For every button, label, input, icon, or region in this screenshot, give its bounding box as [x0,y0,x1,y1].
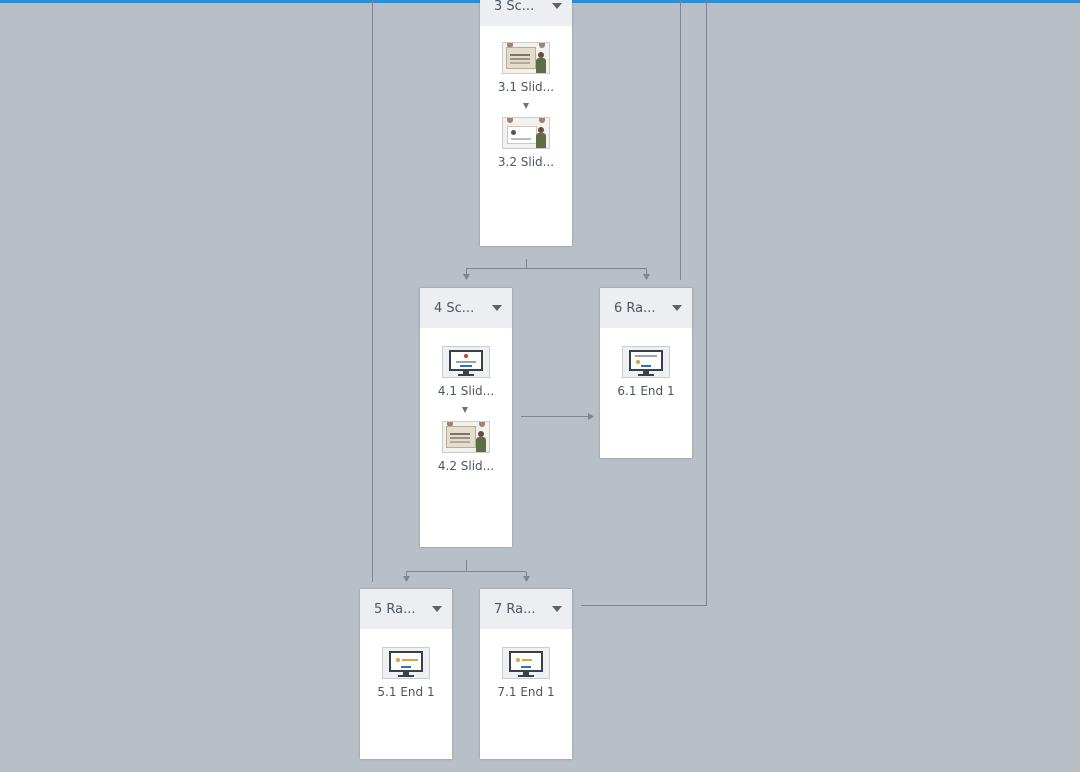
scene-4-card[interactable]: 4 Sc... 4.1 Slid... 4.2 Slid... [420,288,512,547]
slide-5-1-label: 5.1 End 1 [377,685,435,699]
connector-scene3-branch [466,259,647,274]
scene-6-title: 6 Ra... [614,300,656,316]
slide-thumbnail [502,117,550,149]
connector-arrowhead [643,274,650,280]
down-arrow-icon [523,103,529,109]
text-line [635,355,657,357]
lamp-icon [447,422,453,427]
scene-6-card[interactable]: 6 Ra... 6.1 End 1 [600,288,692,458]
down-arrow-icon [462,407,468,413]
monitor-icon [509,651,543,672]
chevron-down-icon[interactable] [552,3,562,9]
slide-3-1-label: 3.1 Slid... [497,80,555,94]
star-icon [516,658,520,662]
card-icon [507,126,537,144]
chevron-down-icon[interactable] [432,606,442,612]
lamp-icon [507,118,513,123]
slide-thumbnail [622,346,670,378]
presenter-icon [536,127,546,148]
chevron-down-icon[interactable] [552,606,562,612]
presenter-icon [476,431,486,452]
lamp-icon [479,422,485,427]
monitor-stand [403,672,409,675]
button-shape [641,365,651,367]
lamp-icon [507,43,513,48]
result-icon [636,360,640,364]
scene-5-card[interactable]: 5 Ra... 5.1 End 1 [360,589,452,759]
slide-thumbnail [442,421,490,453]
scene-4-header[interactable]: 4 Sc... [420,288,512,328]
scene-5-header[interactable]: 5 Ra... [360,589,452,629]
monitor-base [518,675,534,677]
button-shape [521,666,531,668]
connector-scene4-branch [406,560,527,576]
slide-thumbnail [442,346,490,378]
slide-thumbnail [382,647,430,679]
connector-arrowhead [523,576,530,582]
slide-7-1-label: 7.1 End 1 [497,685,555,699]
scene-3-card[interactable]: 3 Sc... 3.1 Slid... 3.2 Slid... [480,0,572,246]
star-icon [396,658,400,662]
slide-3-1[interactable]: 3.1 Slid... [480,42,572,95]
monitor-base [398,675,414,677]
scene-3-header[interactable]: 3 Sc... [480,0,572,26]
slide-5-1[interactable]: 5.1 End 1 [360,647,452,700]
monitor-base [458,374,474,376]
slide-3-2[interactable]: 3.2 Slid... [480,117,572,170]
slide-4-2[interactable]: 4.2 Slid... [420,421,512,474]
whiteboard-icon [446,426,476,448]
slide-thumbnail [502,647,550,679]
slide-7-1[interactable]: 7.1 End 1 [480,647,572,700]
connector-arrowhead [588,413,594,420]
whiteboard-icon [506,47,536,69]
chevron-down-icon[interactable] [672,305,682,311]
connector-arrowhead [403,576,410,582]
lamp-icon [539,118,545,123]
alert-icon [464,354,468,358]
slide-thumbnail [502,42,550,74]
presenter-icon [536,52,546,73]
scene-7-card[interactable]: 7 Ra... 7.1 End 1 [480,589,572,759]
monitor-stand [643,371,649,374]
text-line [456,361,476,363]
monitor-stand [463,371,469,374]
connector-arrowhead [463,274,470,280]
slide-4-1-label: 4.1 Slid... [437,384,495,398]
monitor-stand [523,672,529,675]
chevron-down-icon[interactable] [492,305,502,311]
scene-7-header[interactable]: 7 Ra... [480,589,572,629]
lamp-icon [539,43,545,48]
slide-6-1[interactable]: 6.1 End 1 [600,346,692,399]
scene-4-title: 4 Sc... [434,300,475,316]
button-shape [460,365,472,367]
slide-4-2-label: 4.2 Slid... [437,459,495,473]
monitor-icon [629,350,663,371]
rating-line [522,659,532,661]
monitor-icon [449,350,483,371]
button-shape [401,666,411,668]
slide-3-2-label: 3.2 Slid... [497,155,555,169]
monitor-base [638,374,654,376]
scene-6-header[interactable]: 6 Ra... [600,288,692,328]
slide-6-1-label: 6.1 End 1 [617,384,675,398]
rating-line [402,659,418,661]
scene-5-title: 5 Ra... [374,601,416,617]
monitor-icon [389,651,423,672]
slide-4-1[interactable]: 4.1 Slid... [420,346,512,399]
scene-3-title: 3 Sc... [494,0,535,14]
scene-7-title: 7 Ra... [494,601,536,617]
